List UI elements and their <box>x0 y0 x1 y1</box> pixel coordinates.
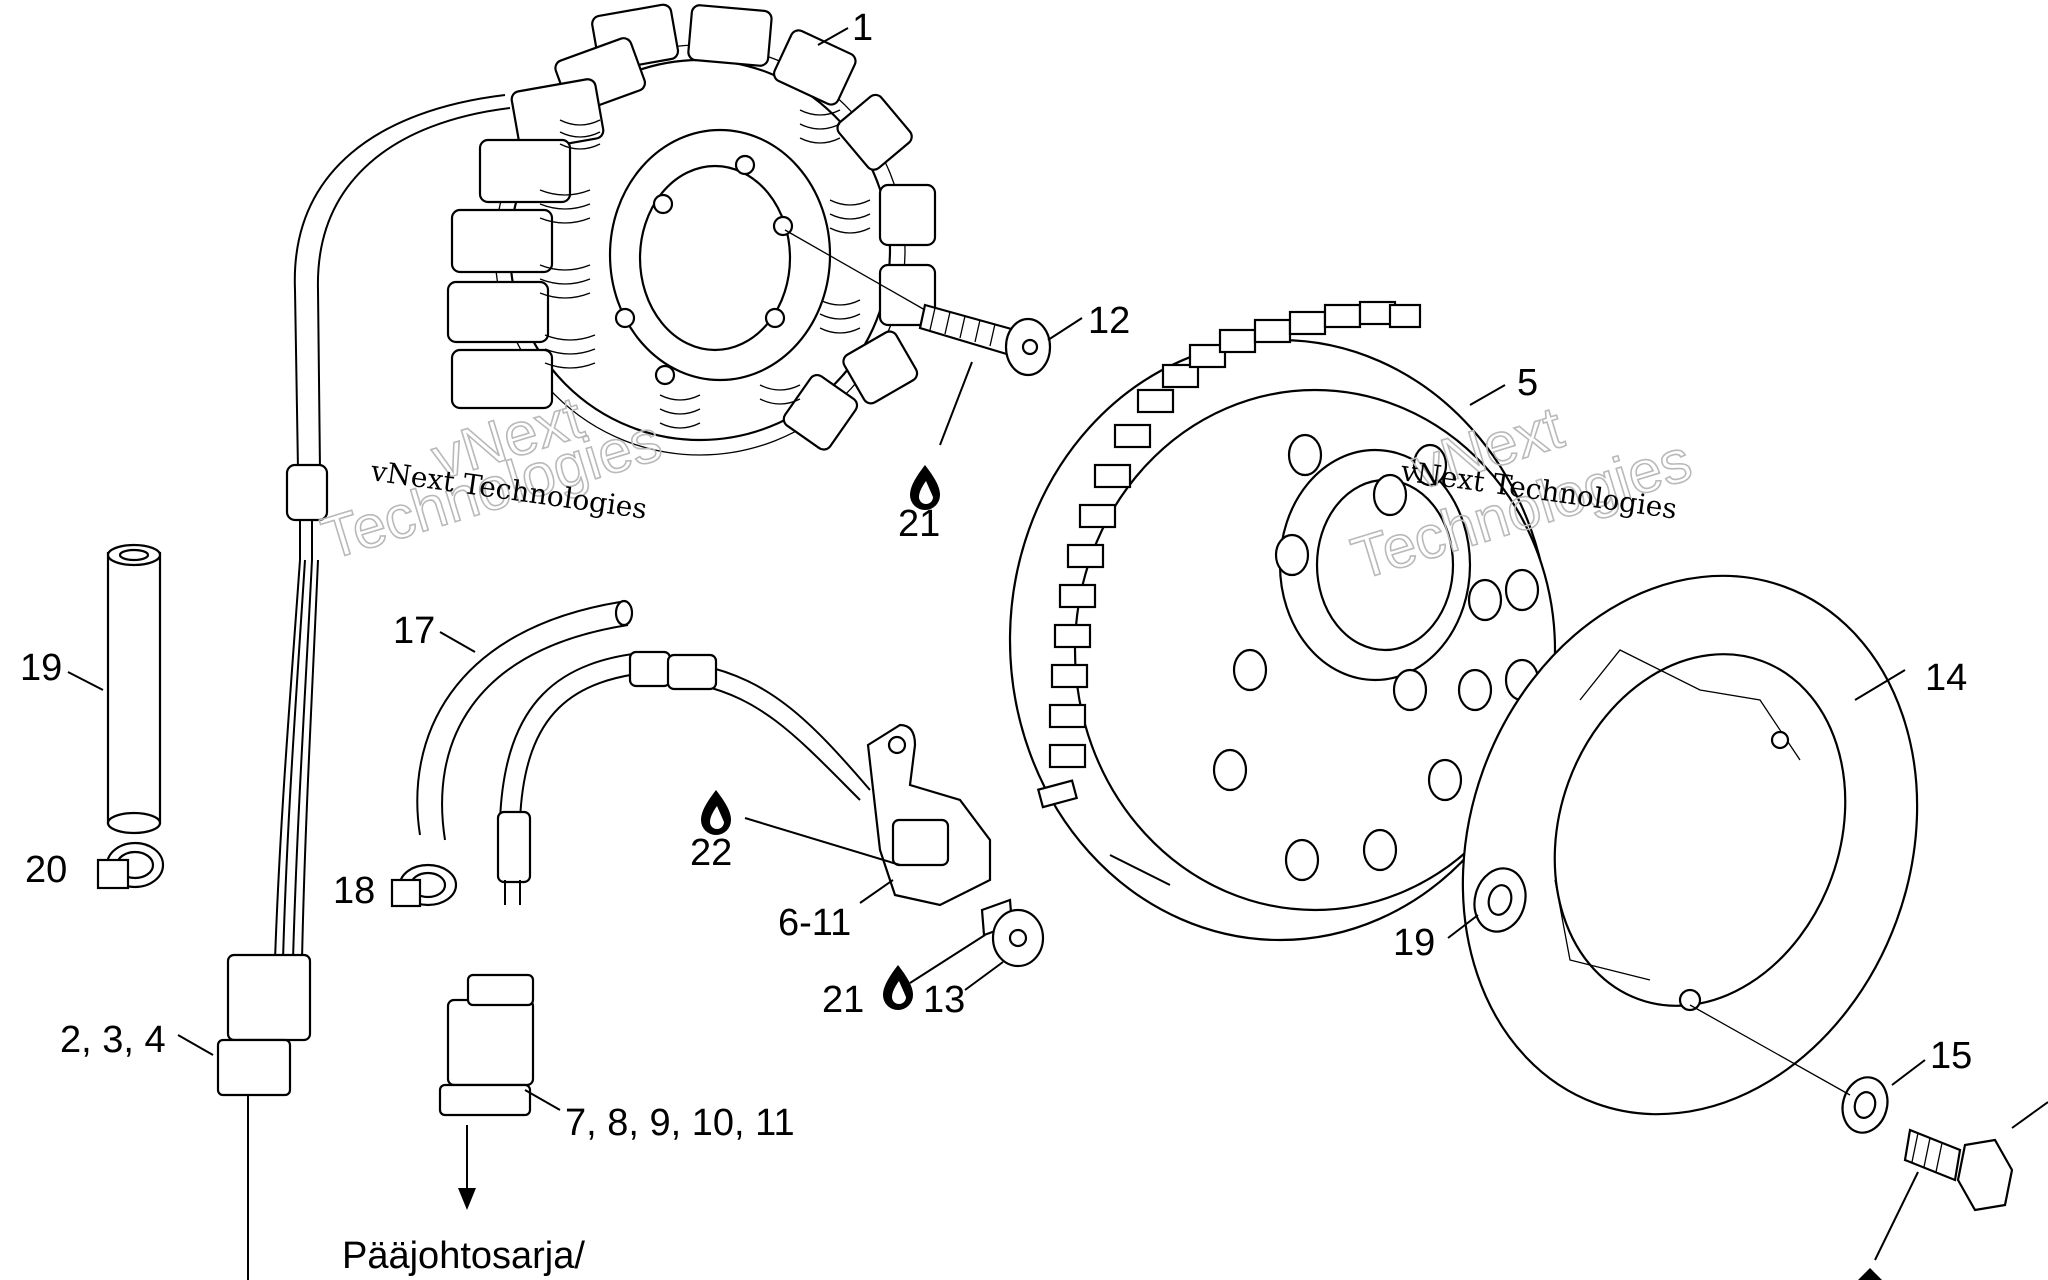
drop-icon <box>701 790 731 835</box>
label-14: 14 <box>1925 657 1967 699</box>
drop-icon <box>1858 1268 1882 1280</box>
label-15: 15 <box>1930 1035 1972 1077</box>
drop-icon <box>883 965 913 1010</box>
sleeve-19 <box>106 543 162 835</box>
stator-wire <box>216 94 511 1280</box>
label-13: 13 <box>923 979 965 1021</box>
label-21-bottom: 21 <box>822 979 864 1021</box>
flywheel-rotor <box>1008 300 1557 942</box>
label-20: 20 <box>25 849 67 891</box>
label-19-right: 19 <box>1393 922 1435 964</box>
bolt-16 <box>1903 1128 2014 1212</box>
label-21-top: 21 <box>898 503 940 545</box>
drop-icon <box>910 465 940 510</box>
leader-lines <box>67 27 2048 1261</box>
label-main-harness: Pääjohtosarja/ <box>342 1235 585 1277</box>
sensor-wire <box>438 650 871 1210</box>
washer-15 <box>1689 1004 1889 1134</box>
label-5: 5 <box>1517 362 1538 404</box>
label-18: 18 <box>333 870 375 912</box>
clamp-20 <box>96 841 165 890</box>
label-19-left: 19 <box>20 647 62 689</box>
bolt-12 <box>784 229 1052 377</box>
washer-19 <box>1473 867 1527 933</box>
bolt-13 <box>980 898 1045 968</box>
label-1: 1 <box>852 7 873 49</box>
label-2-3-4: 2, 3, 4 <box>60 1019 166 1061</box>
clamp-18 <box>390 863 458 908</box>
stator <box>446 3 937 456</box>
hose-17 <box>416 599 634 841</box>
label-12: 12 <box>1088 300 1130 342</box>
label-6-11: 6-11 <box>778 902 851 944</box>
label-7-8-9-10-11: 7, 8, 9, 10, 11 <box>565 1102 795 1144</box>
callout-labels: 1 12 5 21 17 19 20 18 22 6-11 21 13 14 1… <box>20 7 1972 1277</box>
label-22: 22 <box>690 832 732 874</box>
pickup-sensor <box>866 723 992 907</box>
starter-ring <box>1461 574 1919 1116</box>
label-17: 17 <box>393 610 435 652</box>
